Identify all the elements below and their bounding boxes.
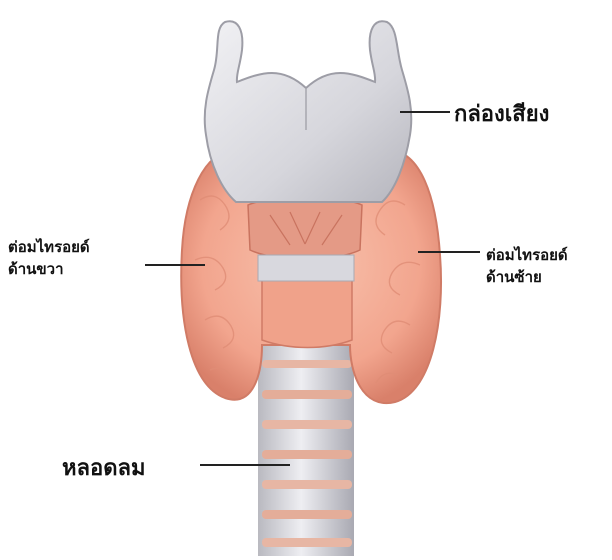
right-lobe-leader-line [145, 264, 205, 266]
right-lobe-label-line1: ต่อมไทรอยด์ [8, 236, 90, 258]
right-lobe-label-line2: ด้านขวา [8, 258, 90, 280]
trachea-label: หลอดลม [62, 450, 145, 485]
larynx-leader-line [400, 111, 450, 113]
larynx-label: กล่องเสียง [454, 96, 549, 131]
left-lobe-label: ต่อมไทรอยด์ ด้านซ้าย [486, 244, 568, 288]
left-lobe-label-line2: ด้านซ้าย [486, 266, 568, 288]
larynx-cartilage [205, 21, 412, 202]
cricothyroid-muscle [248, 198, 362, 282]
right-lobe-label: ต่อมไทรอยด์ ด้านขวา [8, 236, 90, 280]
trachea [258, 340, 354, 556]
left-lobe-leader-line [418, 251, 480, 253]
trachea-leader-line [200, 464, 290, 466]
left-lobe-label-line1: ต่อมไทรอยด์ [486, 244, 568, 266]
